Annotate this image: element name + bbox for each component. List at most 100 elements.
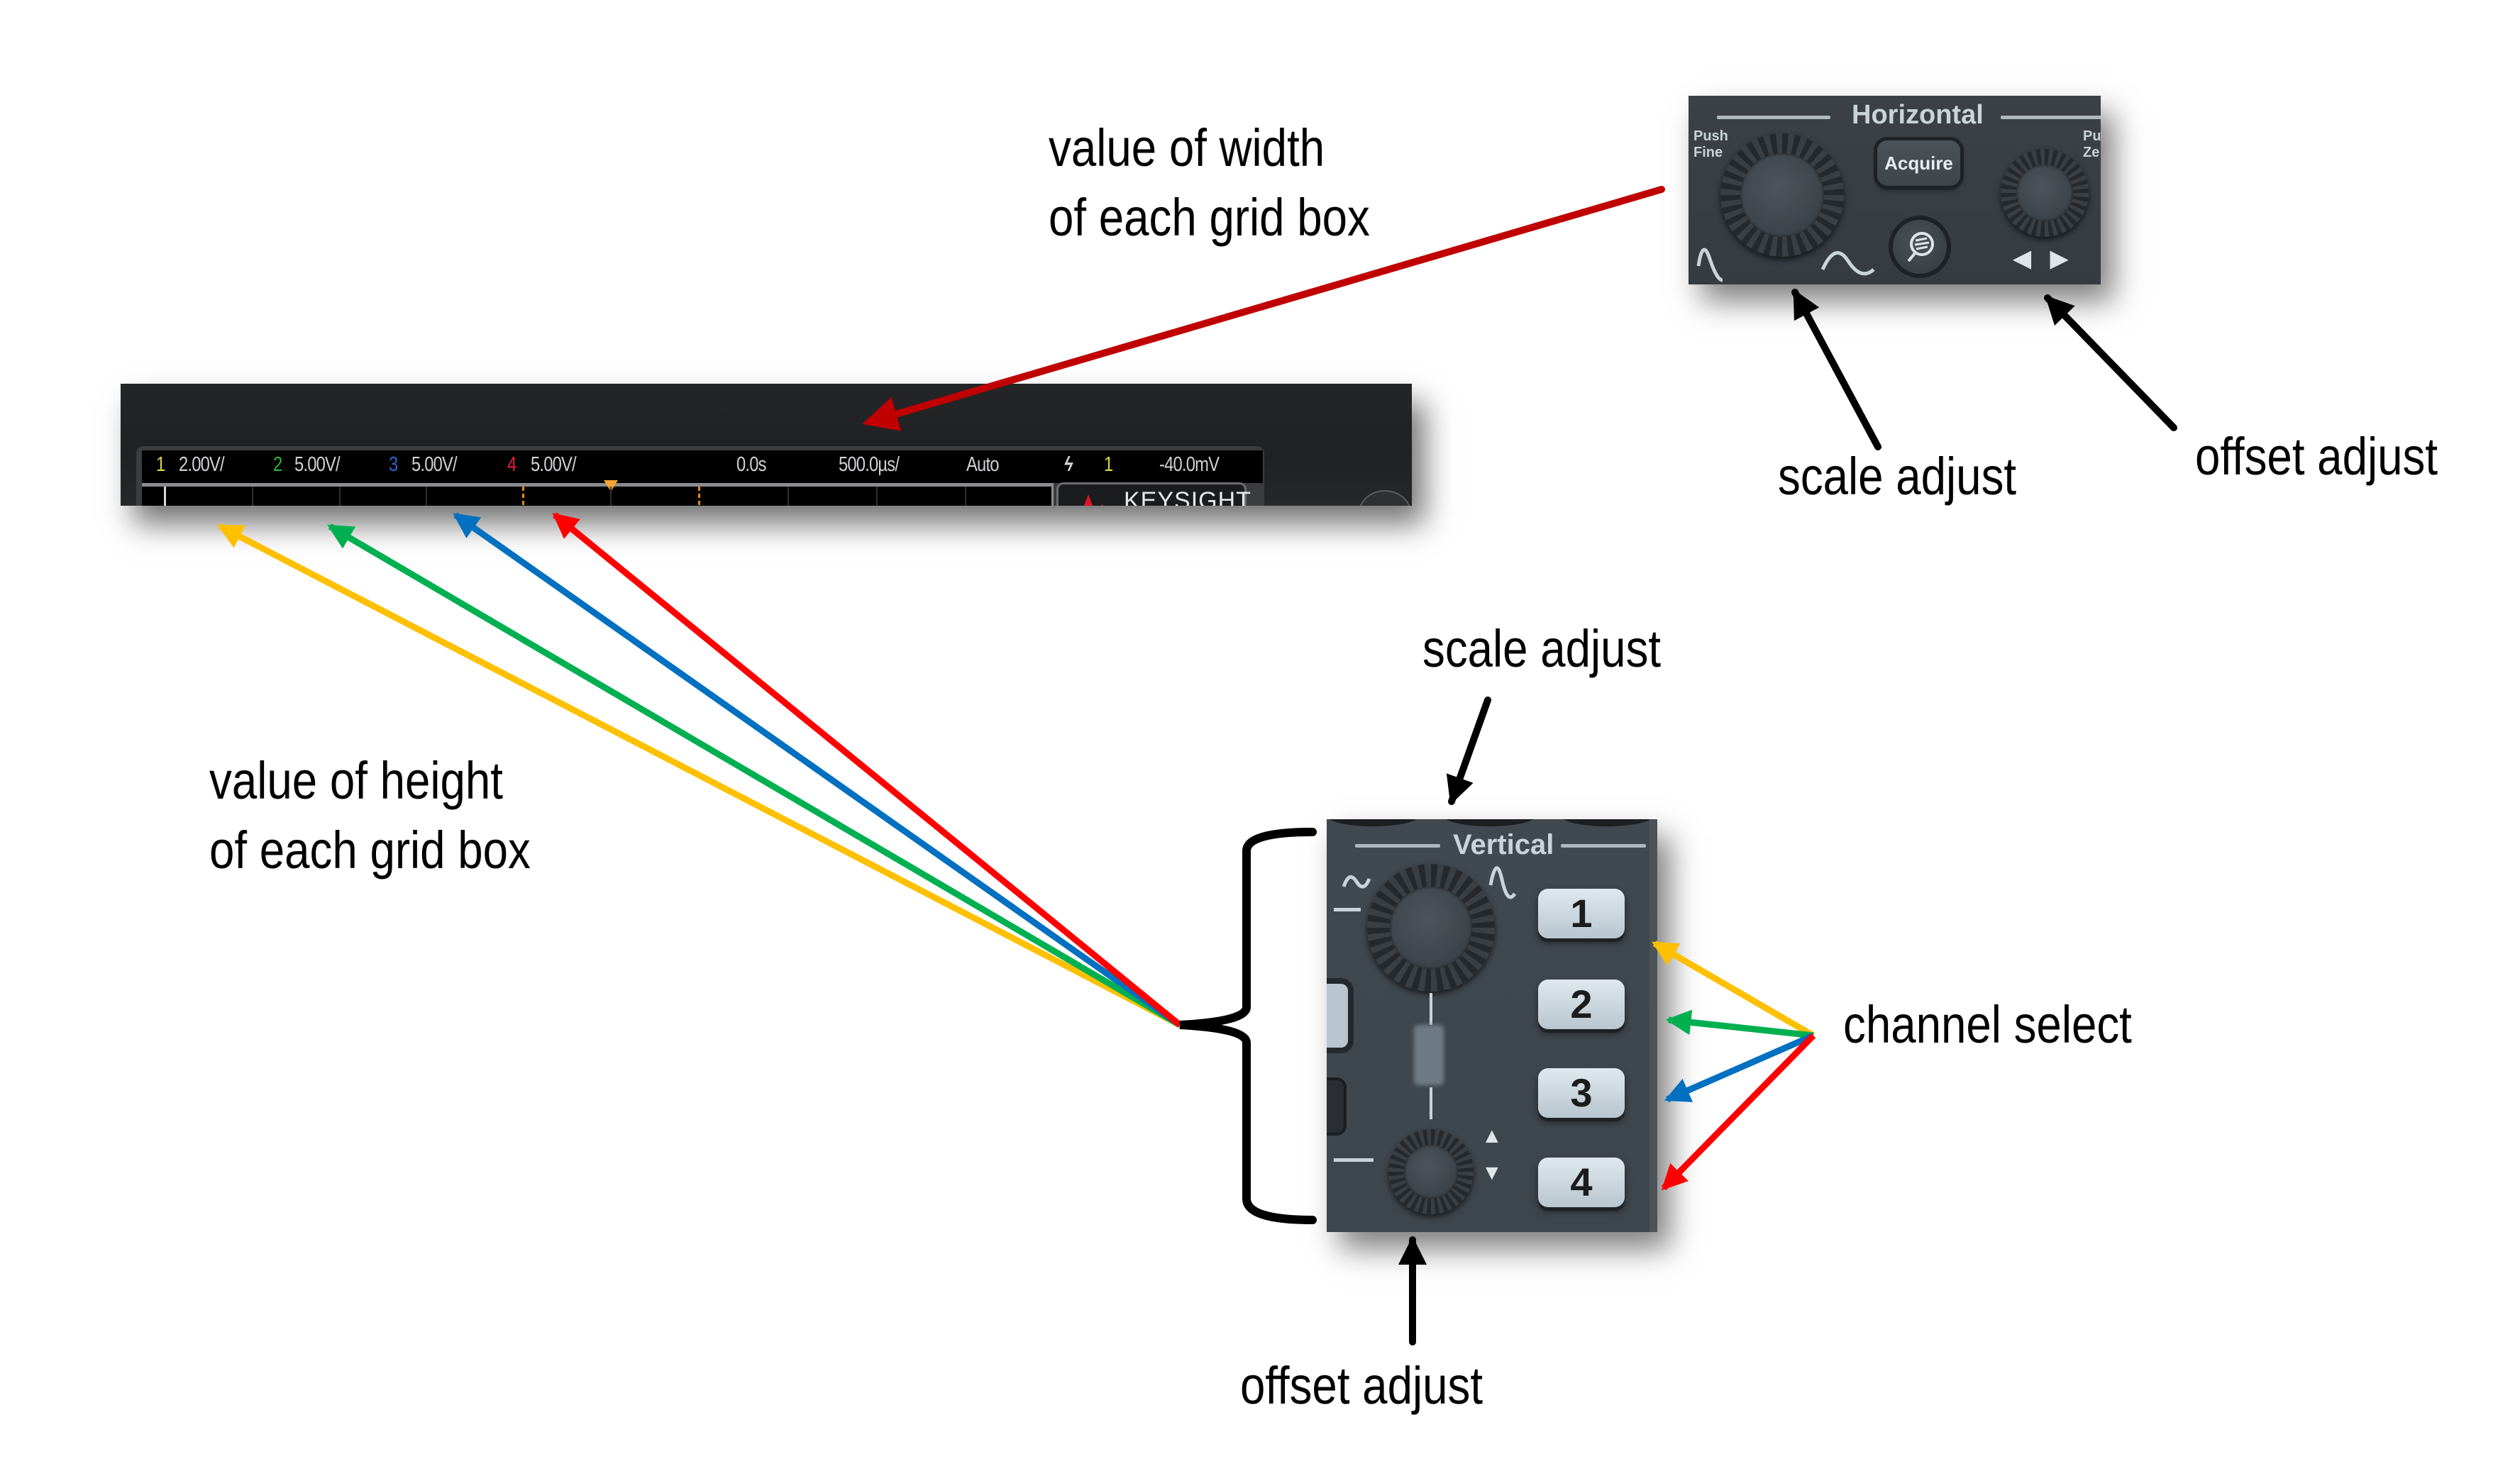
grid-line xyxy=(876,487,878,506)
width-annotation-line-2: of each grid box xyxy=(1049,188,1370,247)
ch2-scale: 5.00V/ xyxy=(294,453,341,476)
vertical-offset-knob[interactable] xyxy=(1388,1129,1474,1214)
channel-select-label: channel select xyxy=(1843,995,2132,1054)
horizontal-offset-label: offset adjust xyxy=(2195,427,2438,486)
zoom-icon xyxy=(1907,232,1934,262)
height-annotation-line-1: value of height xyxy=(209,751,503,810)
grid-line xyxy=(426,487,427,506)
horizontal-offset-knob[interactable] xyxy=(2001,149,2089,237)
ch3-select-arrow xyxy=(1664,1032,1815,1103)
grid-line xyxy=(339,487,341,506)
ch1-scale-arrow xyxy=(217,523,1182,1028)
upper-button-edge xyxy=(1444,819,1536,826)
ch4-indicator: 4 xyxy=(507,453,516,476)
vertical-control-panel: Vertical ▲ ▼ 1 2 3 4 xyxy=(1327,819,1657,1232)
right-arrow-icon: ▶ xyxy=(2050,245,2068,271)
fine-text: Fine xyxy=(1693,145,1723,160)
grid-left-edge xyxy=(164,487,166,506)
horizontal-title: Horizontal xyxy=(1852,100,1984,130)
channel-3-button[interactable]: 3 xyxy=(1538,1068,1625,1118)
timebase: 500.0µs/ xyxy=(839,453,900,476)
push-text: Push xyxy=(1693,128,1728,144)
horizontal-offset-arrow xyxy=(2044,294,2177,431)
trigger-source: 1 xyxy=(1104,453,1113,476)
ch4-scale: 5.00V/ xyxy=(531,453,577,476)
partial-side-button[interactable] xyxy=(1327,1080,1344,1133)
small-sine-icon xyxy=(1342,875,1371,889)
vertical-title: Vertical xyxy=(1453,829,1554,860)
left-arrow-icon: ◀ xyxy=(2013,245,2031,271)
zoom-button[interactable] xyxy=(1893,220,1947,274)
knob-cap xyxy=(1390,887,1472,969)
time-offset: 0.0s xyxy=(736,453,766,476)
ch2-select-arrow xyxy=(1665,1009,1814,1039)
vertical-scale-label: scale adjust xyxy=(1422,619,1662,678)
reference-tick xyxy=(1334,908,1361,911)
oscilloscope-screen-strip: 1 2.00V/ 2 5.00V/ 3 5.00V/ 4 5.00V/ 0.0s… xyxy=(121,384,1412,506)
brand-name: KEYSIGHT xyxy=(1124,487,1251,506)
keysight-logo-badge: KEYSIGHT xyxy=(1056,482,1251,506)
title-rule xyxy=(2001,116,2101,119)
fast-sine-icon xyxy=(1696,248,1723,282)
upper-button-edge xyxy=(1561,819,1653,826)
knob-link-line xyxy=(1430,1087,1432,1119)
width-annotation-line-1: value of width xyxy=(1049,118,1325,177)
channel-2-button[interactable]: 2 xyxy=(1538,980,1625,1029)
horizontal-scale-knob[interactable] xyxy=(1720,133,1844,257)
grid-line xyxy=(965,487,966,506)
title-rule xyxy=(1717,116,1830,119)
horizontal-scale-arrow xyxy=(1791,289,1881,450)
zero-text: Ze xyxy=(2083,145,2100,160)
horizontal-control-panel: Horizontal Push Fine Acquire Pu Ze ◀ ▶ xyxy=(1689,96,2101,284)
push-text: Pu xyxy=(2083,128,2101,144)
cursor-line xyxy=(698,487,700,506)
push-zero-label: Pu Ze xyxy=(2083,128,2101,161)
knob-link-line xyxy=(1430,993,1432,1025)
large-sine-icon xyxy=(1488,866,1517,899)
ch4-select-arrow xyxy=(1661,1033,1816,1191)
knob-cap xyxy=(1404,1145,1458,1199)
knob-cap xyxy=(1740,153,1824,237)
grid-line xyxy=(788,487,789,506)
vertical-scale-arrow xyxy=(1446,697,1491,805)
reference-tick xyxy=(1334,1158,1374,1162)
keysight-wave-icon xyxy=(1083,494,1104,506)
ch1-indicator: 1 xyxy=(156,453,165,476)
panel-edge xyxy=(1649,819,1657,1232)
title-rule xyxy=(1561,844,1646,848)
ch3-indicator: 3 xyxy=(389,453,398,476)
trigger-mode: Auto xyxy=(966,453,999,476)
ch3-scale-arrow xyxy=(453,512,1182,1028)
height-annotation-line-2: of each grid box xyxy=(209,821,531,880)
upper-button-edge xyxy=(1327,819,1419,826)
trigger-position-marker xyxy=(604,480,618,492)
title-rule xyxy=(1355,844,1440,848)
horizontal-scale-label: scale adjust xyxy=(1778,447,2017,506)
slow-sine-icon xyxy=(1820,251,1875,276)
grid-line xyxy=(252,487,253,506)
rising-edge-icon: ϟ xyxy=(1064,453,1073,476)
width-annotation: value of width of each grid box xyxy=(1049,113,1370,253)
knob-cap xyxy=(2016,165,2073,221)
ch2-indicator: 2 xyxy=(273,453,282,476)
up-arrow-icon: ▲ xyxy=(1481,1124,1503,1148)
down-arrow-icon: ▼ xyxy=(1481,1161,1503,1185)
ch3-scale: 5.00V/ xyxy=(411,453,458,476)
trigger-level: -40.0mV xyxy=(1159,453,1220,476)
width-arrow xyxy=(862,186,1665,431)
ch1-select-arrow xyxy=(1652,941,1816,1038)
waveform-grid xyxy=(142,483,1054,506)
channel-4-button[interactable]: 4 xyxy=(1538,1158,1625,1207)
partial-side-button[interactable] xyxy=(1327,984,1348,1048)
cursor-line xyxy=(522,487,524,506)
channel-led xyxy=(1414,1025,1444,1085)
push-fine-label: Push Fine xyxy=(1693,128,1728,161)
ch2-scale-arrow xyxy=(327,523,1182,1028)
height-annotation: value of height of each grid box xyxy=(209,746,531,885)
acquire-button[interactable]: Acquire xyxy=(1877,140,1960,186)
vertical-scale-knob[interactable] xyxy=(1367,864,1495,992)
ch4-scale-arrow xyxy=(552,512,1182,1028)
vertical-panel-bracket xyxy=(1179,828,1317,1224)
channel-1-button[interactable]: 1 xyxy=(1538,889,1625,938)
